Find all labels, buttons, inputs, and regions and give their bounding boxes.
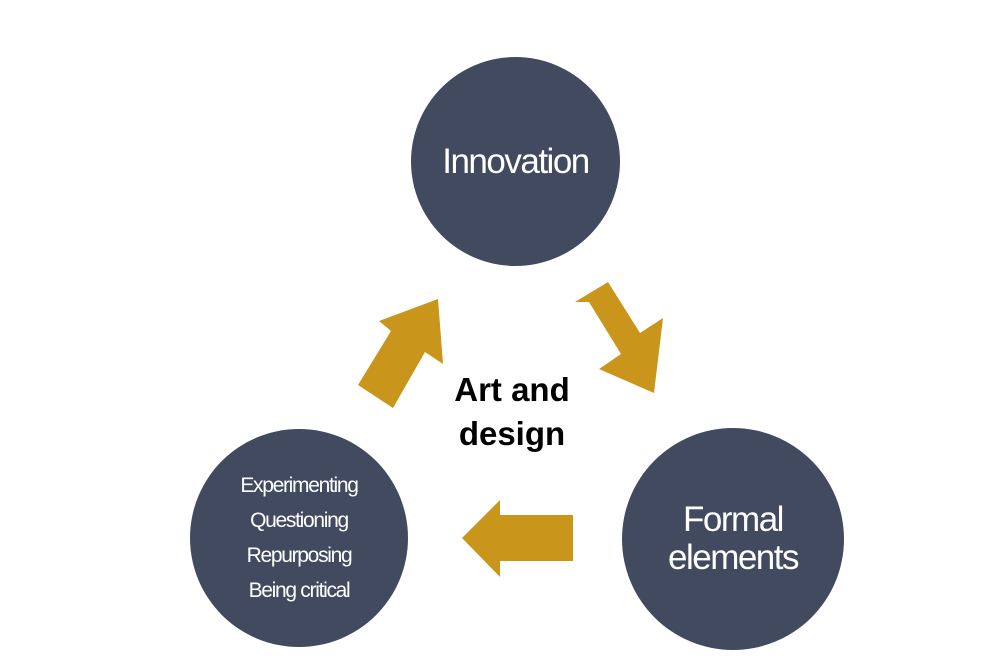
process-item: Experimenting <box>240 474 359 497</box>
process-item: Questioning <box>250 509 349 532</box>
process-item: Repurposing <box>246 544 353 567</box>
center-title-line: design <box>458 415 566 452</box>
node-innovation: Innovation <box>411 57 620 266</box>
node-formal-elements: Formal elements <box>622 428 844 650</box>
center-title-line: Art and <box>454 371 570 408</box>
arrow-innovation-to-formal <box>575 282 663 393</box>
node-formal-elements-line: Formal <box>683 500 784 539</box>
node-innovation-label: Innovation <box>442 141 590 181</box>
node-process: Experimenting Questioning Repurposing Be… <box>190 429 408 647</box>
arrow-process-to-innovation <box>358 299 443 408</box>
process-item: Being critical <box>248 579 351 602</box>
center-title: Art and design <box>432 368 592 456</box>
arrow-formal-to-process <box>462 500 573 577</box>
node-formal-elements-line: elements <box>667 538 800 577</box>
